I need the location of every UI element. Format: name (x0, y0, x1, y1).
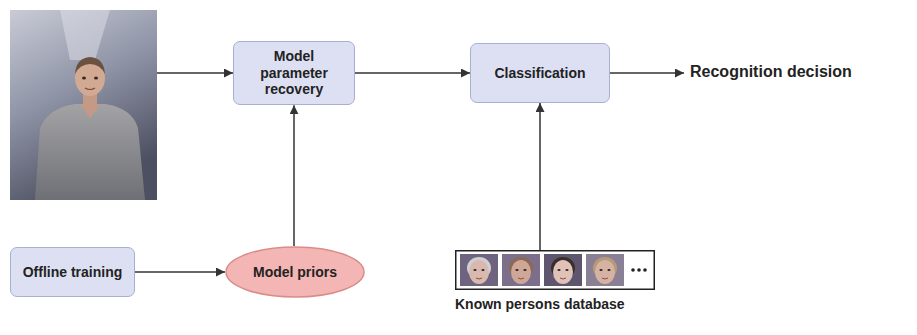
person-shirt (35, 104, 145, 200)
face-thumbnail (544, 254, 582, 286)
person-eye (94, 77, 98, 80)
more-dots (643, 268, 647, 272)
person-hair (75, 57, 105, 74)
ellipse-shape (226, 247, 364, 297)
database-strip: Known persons database (455, 250, 655, 313)
box-text: Offline training (23, 264, 123, 281)
process-box: Model parameter recovery (233, 41, 355, 105)
light-patch (60, 10, 110, 60)
flow-arrow (355, 72, 470, 74)
face-strip (455, 250, 655, 290)
face-thumbnail (502, 254, 540, 286)
output-arrow (610, 72, 684, 74)
person-eye (82, 77, 86, 80)
person-neck (80, 104, 100, 118)
box-text: Classification (494, 65, 585, 82)
process-box: Classification (470, 43, 610, 103)
flow-arrow (293, 105, 295, 246)
face-thumbnail (586, 254, 624, 286)
more-dots (631, 268, 635, 272)
flow-arrow (135, 271, 225, 273)
photo-background (10, 10, 157, 200)
flow-arrow (539, 103, 541, 250)
strip-border (456, 251, 655, 290)
face-thumbnail (460, 254, 498, 286)
process-box: Offline training (10, 247, 135, 297)
person-photo (10, 10, 157, 200)
input-arrow (157, 72, 233, 74)
output-label: Recognition decision (690, 63, 852, 81)
database-label: Known persons database (455, 296, 655, 313)
ellipse-text: Model priors (253, 264, 337, 281)
prior-ellipse: Model priors (225, 246, 365, 298)
person-mouth (85, 88, 95, 90)
more-dots (637, 268, 641, 272)
box-text: Model parameter recovery (242, 48, 346, 98)
